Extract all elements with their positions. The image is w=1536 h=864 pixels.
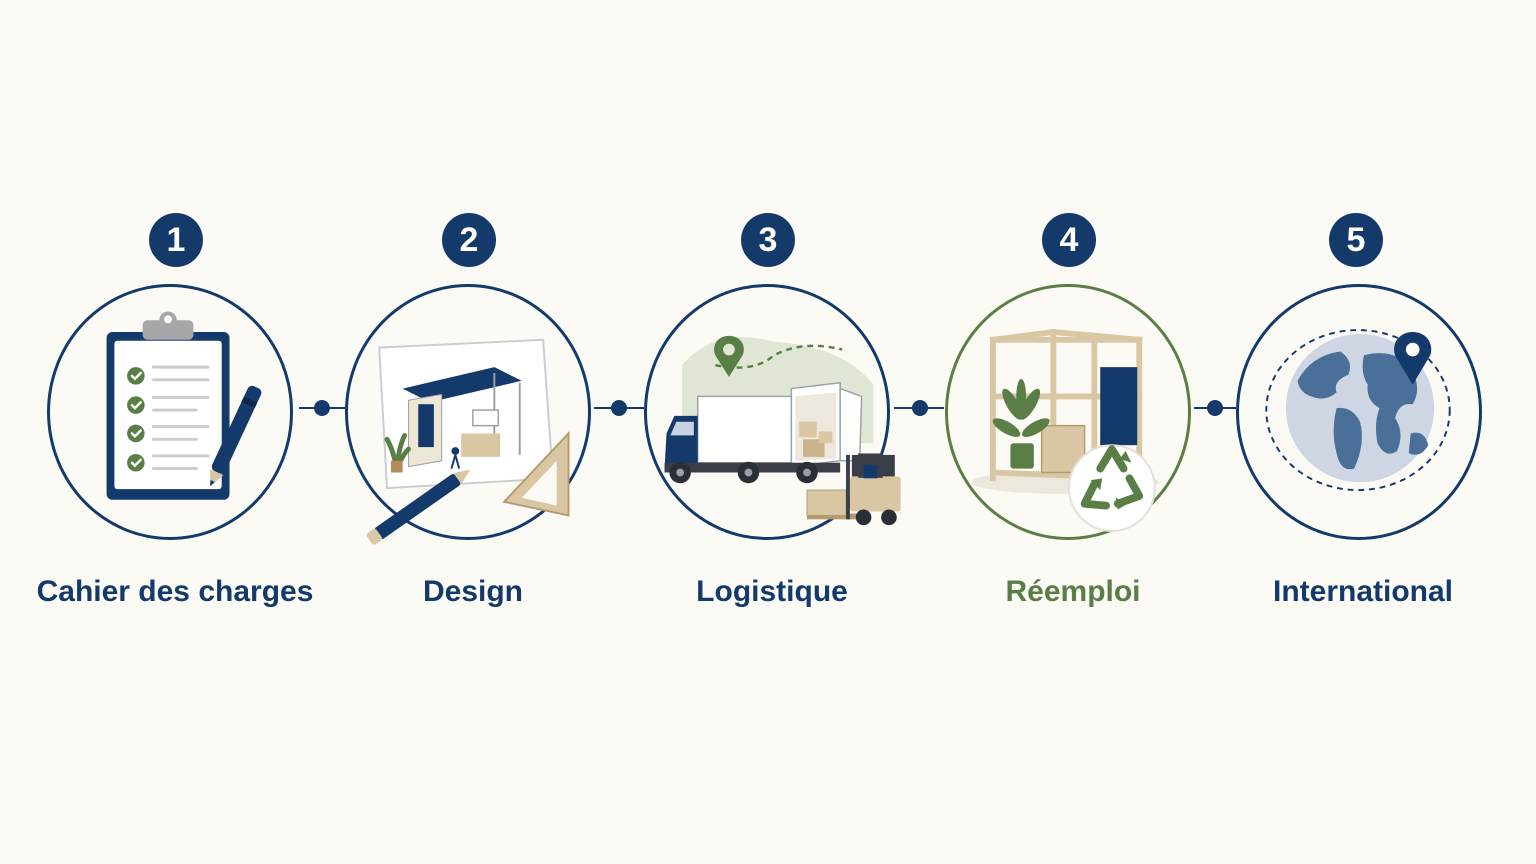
- step-icon-circle: [945, 284, 1191, 540]
- step-label: International: [1272, 575, 1453, 608]
- globe-pin-icon: [1265, 329, 1451, 492]
- step-icon-circle: [345, 284, 591, 545]
- step-number-badge: 1: [149, 213, 203, 267]
- step-icon-circle: [1236, 284, 1482, 540]
- delivery-truck-icon: [664, 335, 901, 526]
- step-number-badge: 2: [442, 213, 496, 267]
- connector-dot-3-4: [912, 400, 928, 416]
- recycle-icon: [1080, 445, 1144, 510]
- step-label: Réemploi: [1005, 575, 1141, 608]
- connector-dot-1-2: [314, 400, 330, 416]
- stand-sketch-icon: [366, 338, 570, 545]
- step-number-badge: 5: [1329, 213, 1383, 267]
- step-number-badge: 4: [1042, 213, 1096, 267]
- step-icon-circle: [644, 284, 901, 540]
- step-label: Design: [422, 575, 524, 608]
- modular-stand-icon: [971, 328, 1159, 532]
- clipboard-checklist-icon: [106, 311, 262, 500]
- connector-dot-4-5: [1207, 400, 1223, 416]
- step-number-badge: 3: [741, 213, 795, 267]
- connector-dot-2-3: [611, 400, 627, 416]
- step-icon-circle: [47, 284, 293, 540]
- step-label: Logistique: [696, 575, 848, 608]
- step-label: Cahier des charges: [36, 575, 314, 608]
